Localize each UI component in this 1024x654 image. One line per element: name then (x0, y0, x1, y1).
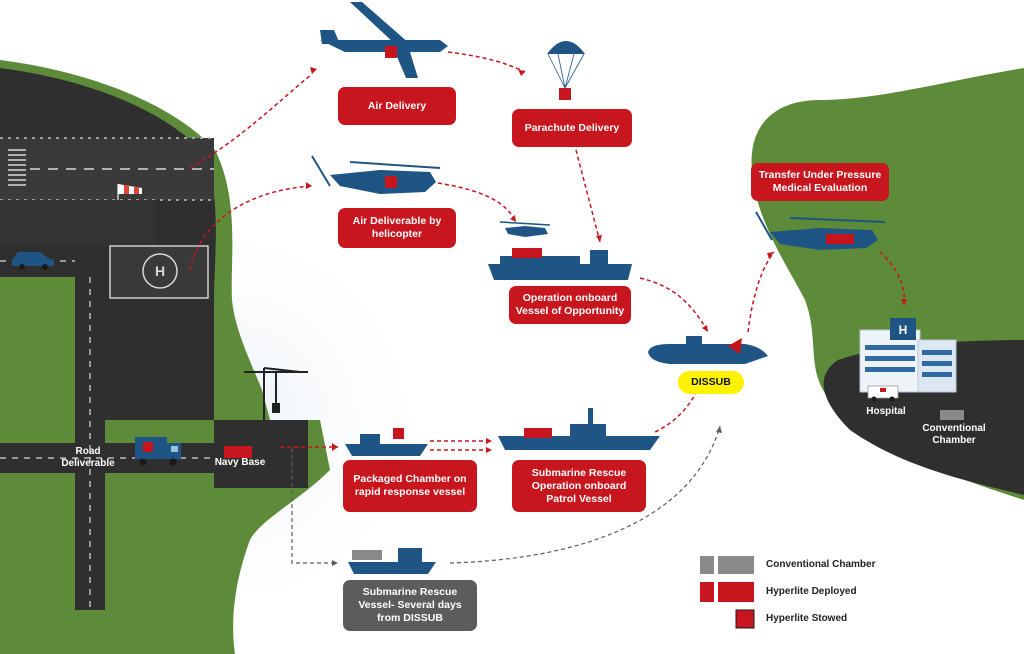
label-parachute-delivery: Parachute Delivery (512, 109, 632, 147)
hospital-icon: H (859, 318, 957, 402)
legend-deployed-label: Hyperlite Deployed (766, 586, 857, 597)
car-icon (12, 252, 54, 270)
legend-swatch-conventional (718, 556, 754, 574)
label-packaged-chamber: Packaged Chamber on rapid response vesse… (343, 460, 477, 512)
label-air-delivery: Air Delivery (338, 87, 456, 125)
legend-swatch-conventional-small (700, 556, 714, 574)
helipad-letter: H (155, 263, 165, 279)
patrol-vessel-icon (498, 408, 660, 450)
legend-stowed-label: Hyperlite Stowed (766, 613, 848, 624)
hyperlite-stowed-plane (385, 46, 397, 58)
label-conventional-chamber: Conventional Chamber (922, 423, 986, 446)
helipad: H (109, 245, 209, 299)
parachute-icon (547, 41, 585, 100)
small-helicopter-icon (499, 221, 551, 237)
legend-swatch-deployed-small (700, 582, 714, 602)
legend-swatches (700, 556, 755, 629)
rescue-vessel-icon (348, 548, 436, 574)
legend-conventional-label: Conventional Chamber (766, 559, 876, 570)
cargo-ship-icon (488, 248, 632, 280)
dissub-submarine-icon (648, 336, 768, 364)
conventional-chamber-icon (940, 410, 964, 420)
label-navy-base: Navy Base (214, 457, 266, 468)
hyperlite-deployed-base (224, 446, 252, 458)
helicopter-icon (311, 155, 441, 194)
label-air-helicopter: Air Deliverable by helicopter (338, 208, 456, 248)
label-hospital: Hospital (866, 406, 906, 417)
label-road-deliverable: Road Deliverable (61, 446, 115, 469)
label-rescue-vessel: Submarine Rescue Vessel- Several days fr… (343, 580, 477, 631)
legend-swatch-stowed (735, 609, 755, 629)
medevac-helicopter-icon (755, 211, 886, 250)
legend-swatch-deployed (718, 582, 754, 602)
rapid-response-boat-icon (345, 428, 428, 456)
cargo-plane-icon (320, 2, 448, 78)
crane-icon (244, 367, 308, 420)
label-vessel-of-opportunity: Operation onboard Vessel of Opportunity (509, 286, 631, 324)
label-patrol-vessel: Submarine Rescue Operation onboard Patro… (512, 460, 646, 512)
label-dissub: DISSUB (678, 371, 744, 394)
left-landmass: H (0, 60, 330, 654)
grey-flow-arrows (291, 425, 721, 564)
truck-icon (135, 437, 181, 466)
label-transfer: Transfer Under Pressure Medical Evaluati… (751, 163, 889, 201)
hospital-sign: H (899, 323, 908, 337)
arrowheads (306, 67, 907, 453)
